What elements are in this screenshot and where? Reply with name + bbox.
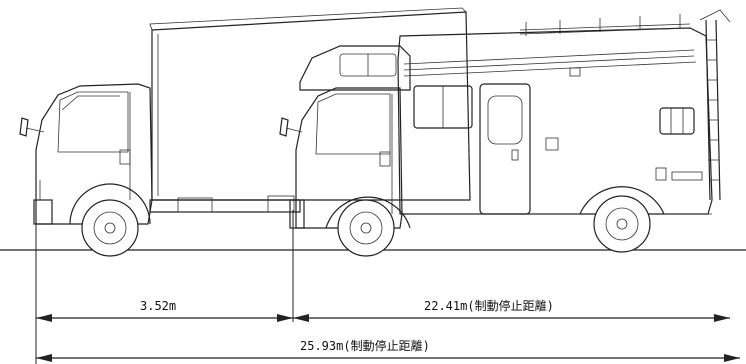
- dimension-lines: 3.52m 22.41m(制動停止距離) 25.93m(制動停止距離): [35, 200, 740, 364]
- camper-vehicle: [279, 9, 731, 257]
- box-truck: [19, 7, 471, 257]
- camper-distance-label: 22.41m(制動停止距離): [424, 298, 554, 313]
- total-distance-label: 25.93m(制動停止距離): [300, 338, 430, 353]
- gap-distance-label: 3.52m: [140, 299, 176, 313]
